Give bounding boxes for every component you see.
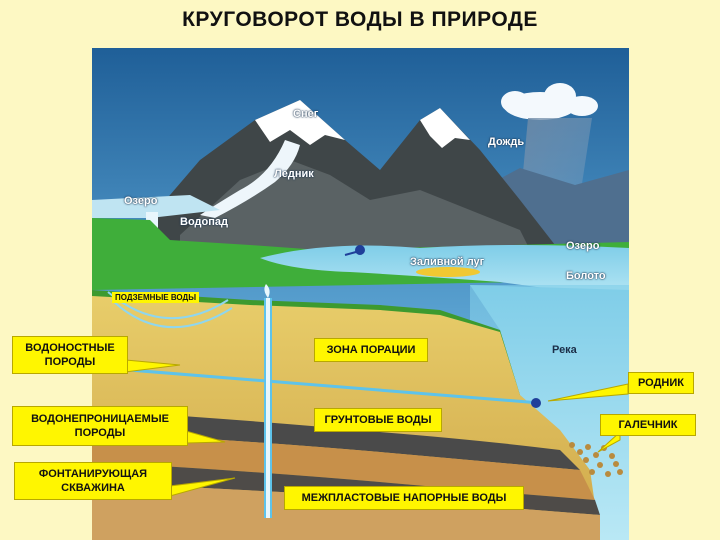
artesian-layer bbox=[92, 432, 595, 500]
well-fountain bbox=[264, 284, 270, 298]
artesian-water-callout: МЕЖПЛАСТОВЫЕ НАПОРНЫЕ ВОДЫ bbox=[284, 486, 524, 510]
floodplain-meadow bbox=[416, 267, 480, 277]
artesian-well-line1: ФОНТАНИРУЮЩАЯ bbox=[38, 468, 148, 480]
artesian-well-callout: ФОНТАНИРУЮЩАЯ СКВАЖИНА bbox=[14, 462, 172, 500]
aquifer-rocks-line1: ВОДОНОСТНЫЕ bbox=[25, 342, 115, 354]
upper-lake bbox=[92, 195, 220, 218]
bedrock bbox=[92, 482, 600, 540]
aquifer-rocks-callout: ВОДОНОСТНЫЕ ПОРОДЫ bbox=[12, 336, 128, 374]
water-table bbox=[91, 365, 541, 405]
underground-water-callout: ПОДЗЕМНЫЕ ВОДЫ bbox=[112, 292, 200, 303]
page-title: КРУГОВОРОТ ВОДЫ В ПРИРОДЕ bbox=[182, 8, 538, 31]
snow-label: Снег bbox=[293, 108, 319, 120]
impermeable-rocks-line2: ПОРОДЫ bbox=[74, 427, 126, 439]
impermeable-rocks-callout: ВОДОНЕПРОНИЦАЕМЫЕ ПОРОДЫ bbox=[12, 406, 188, 446]
swamp-label: Болото bbox=[566, 270, 606, 282]
gravel-callout: ГАЛЕЧНИК bbox=[600, 414, 696, 436]
impermeable-rocks-line1: ВОДОНЕПРОНИЦАЕМЫЕ bbox=[31, 413, 169, 425]
artesian-well-line2: СКВАЖИНА bbox=[61, 482, 125, 494]
groundwater-callout: ГРУНТОВЫЕ ВОДЫ bbox=[314, 408, 442, 432]
spring-marker bbox=[531, 398, 541, 408]
river-label: Река bbox=[552, 344, 577, 356]
glacier-label: Ледник bbox=[274, 168, 314, 180]
rain-label: Дождь bbox=[488, 136, 525, 148]
aquifer-rocks-line2: ПОРОДЫ bbox=[44, 356, 96, 368]
floodplain-label: Заливной луг bbox=[410, 256, 485, 268]
clay-layer-1 bbox=[92, 410, 580, 470]
spring-callout: РОДНИК bbox=[628, 372, 694, 394]
cloud bbox=[501, 83, 598, 120]
aeration-zone-callout: ЗОНА ПОРАЦИИ bbox=[314, 338, 428, 362]
lake-right-label: Озеро bbox=[566, 240, 600, 252]
lake-left-label: Озеро bbox=[124, 195, 158, 207]
waterfall-label: Водопад bbox=[180, 216, 228, 228]
mountains bbox=[140, 100, 555, 250]
lake-flow-marker bbox=[355, 245, 365, 255]
callout-pointers bbox=[124, 359, 629, 497]
